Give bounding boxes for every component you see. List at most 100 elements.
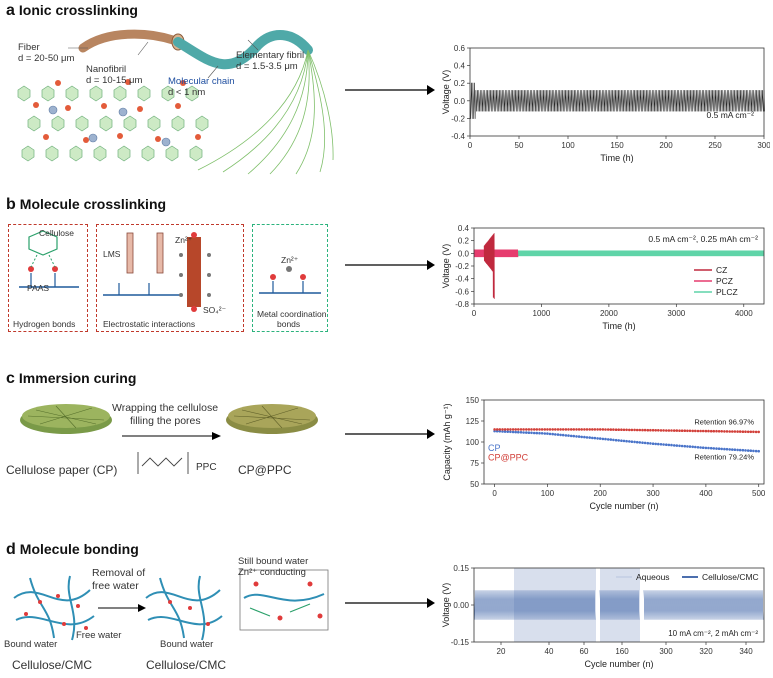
y-tick-label: 0.2 — [458, 237, 470, 246]
point-cp — [752, 449, 755, 453]
point-cp — [638, 441, 642, 444]
point-cp-ppc — [548, 428, 552, 431]
point-cp — [591, 436, 594, 440]
electrostatic-structure — [103, 232, 211, 312]
x-tick-label: 300 — [659, 647, 673, 656]
point-cp — [585, 436, 589, 439]
zn-label-b3: Zn²⁺ — [281, 255, 299, 265]
point-cp — [641, 441, 644, 444]
x-tick-label: 300 — [646, 489, 660, 498]
point-cp-ppc — [628, 428, 631, 432]
point-cp-ppc — [683, 429, 687, 432]
y-axis-label: Voltage (V) — [441, 70, 451, 115]
point-cp-ppc — [635, 428, 639, 432]
y-tick-label: 0.0 — [458, 249, 470, 258]
point-cp — [620, 439, 623, 442]
point-cp — [633, 440, 636, 444]
point-cp-ppc — [564, 428, 568, 431]
y-axis-label: Voltage (V) — [441, 244, 451, 289]
point-cp-ppc — [752, 430, 755, 434]
point-cp-ppc — [522, 428, 525, 431]
point-cp-ppc — [625, 428, 628, 432]
point-cp-ppc — [519, 428, 523, 431]
hydrogen-bonds-structure — [19, 230, 79, 288]
panel-a-letter: a — [6, 2, 15, 19]
nanofibril-label: Nanofibril — [86, 64, 127, 75]
y-axis-label: Capacity (mAh g⁻¹) — [442, 403, 452, 480]
series-cz — [483, 233, 495, 299]
y-tick-label: 75 — [470, 459, 479, 468]
metal-coordination-box: Zn²⁺ Metal coordination bonds — [252, 224, 328, 332]
cellulose-paper-disc — [20, 404, 112, 434]
y-tick-label: 0.00 — [453, 601, 469, 610]
point-cp-ppc — [517, 428, 520, 431]
y-tick-label: -0.4 — [455, 275, 469, 284]
point-cp — [495, 429, 499, 433]
point-cp — [672, 444, 676, 447]
panel-d-title-text: Molecule bonding — [19, 541, 139, 557]
point-cp-ppc — [707, 429, 710, 433]
point-cp — [757, 449, 760, 453]
point-cp — [596, 437, 599, 440]
x-tick-label: 160 — [615, 647, 629, 656]
x-tick-label: 340 — [739, 647, 753, 656]
point-cp-ppc — [709, 429, 713, 433]
point-cp-ppc — [686, 429, 689, 433]
free-water-label: Free water — [76, 630, 122, 641]
point-cp-ppc — [691, 429, 694, 433]
legend-label-cellulose-cmc: Cellulose/CMC — [702, 572, 759, 582]
molecular-chain-label: Molecular chain — [168, 76, 235, 87]
point-cp-ppc — [498, 428, 502, 431]
cellulose-label: Cellulose — [39, 228, 74, 238]
point-cp-ppc — [617, 428, 620, 431]
point-cp — [691, 445, 694, 449]
point-cp-ppc — [738, 430, 742, 433]
y-tick-label: 0.0 — [454, 97, 466, 106]
point-cp-ppc — [540, 428, 544, 431]
point-cp-ppc — [538, 428, 541, 431]
point-cp-ppc — [643, 428, 647, 432]
point-cp — [744, 449, 747, 452]
point-cp — [686, 445, 689, 448]
point-cp-ppc — [680, 429, 684, 432]
point-cp — [643, 441, 647, 445]
point-cp-ppc — [509, 428, 512, 431]
fiber-size: d = 20-50 μm — [18, 53, 75, 64]
chart-d-annotation: 10 mA cm⁻², 2 mAh cm⁻² — [668, 629, 758, 638]
fiber-label: Fiber — [18, 42, 40, 53]
point-cp — [728, 448, 731, 451]
point-cp — [659, 443, 663, 446]
point-cp — [569, 434, 573, 438]
x-tick-label: 250 — [708, 141, 722, 150]
y-tick-label: 0.15 — [453, 564, 469, 573]
point-cp — [583, 435, 586, 439]
point-cp-ppc — [604, 428, 607, 431]
cp-ppc-disc — [226, 404, 318, 434]
point-cp-ppc — [741, 430, 745, 433]
point-cp-ppc — [501, 428, 504, 431]
panel-a-title-text: Ionic crosslinking — [18, 2, 138, 18]
point-cp — [614, 438, 618, 442]
point-cp-ppc — [651, 428, 655, 432]
point-cp — [567, 434, 570, 437]
point-cp-ppc — [754, 430, 758, 434]
point-cp — [709, 446, 713, 450]
bound-water-left-label: Bound water — [4, 639, 58, 650]
point-cp-ppc — [559, 428, 562, 431]
legend-label-cz: CZ — [716, 265, 727, 275]
ppc-structure-and-arrow — [122, 432, 221, 474]
y-tick-label: -0.4 — [451, 132, 465, 141]
point-cp-ppc — [503, 428, 507, 431]
point-cp-ppc — [667, 429, 671, 432]
point-cp — [733, 448, 737, 451]
still-bound-water-text: Still bound water — [238, 556, 309, 567]
point-cp — [723, 447, 726, 451]
point-cp — [707, 446, 710, 450]
wrapping-text: Wrapping the cellulose — [112, 402, 219, 414]
x-axis-label: Cycle number (n) — [589, 501, 658, 511]
nanofibril-size: d = 10-15 μm — [86, 75, 143, 86]
chart-a-annotation: 0.5 mA cm⁻² — [707, 110, 755, 120]
x-tick-label: 200 — [594, 489, 608, 498]
